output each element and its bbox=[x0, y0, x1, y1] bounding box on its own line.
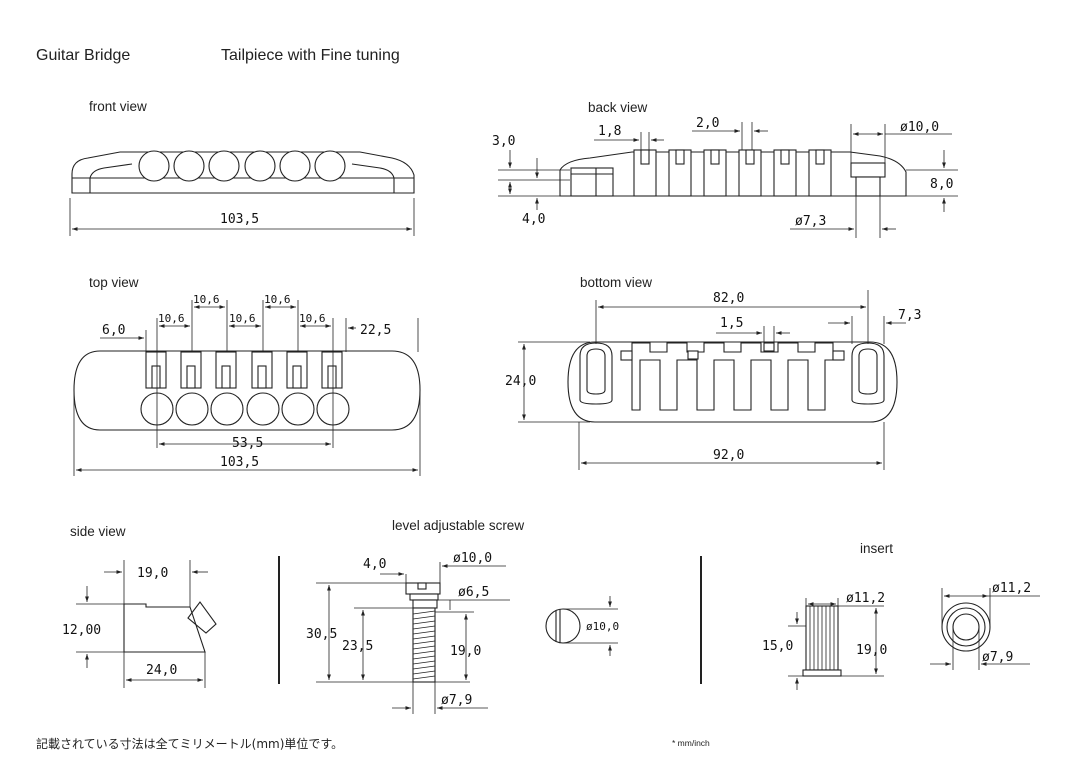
drawing-subtitle: Tailpiece with Fine tuning bbox=[221, 47, 400, 64]
back-dim-b: 1,8 bbox=[598, 124, 621, 139]
screw-dim-d: 30,5 bbox=[306, 627, 337, 642]
top-view-drawing: 6,0 10,6 10,6 10,6 10,6 10,6 22,5 53,5 1… bbox=[73, 293, 421, 476]
screw-dim-head: ø10,0 bbox=[586, 620, 619, 633]
insert-dim-a: ø11,2 bbox=[846, 591, 885, 606]
front-view-drawing: 103,5 bbox=[69, 150, 415, 236]
back-dim-g: ø7,3 bbox=[795, 214, 826, 229]
screw-dim-g: ø7,9 bbox=[441, 693, 472, 708]
screw-view-label: level adjustable screw bbox=[392, 518, 525, 533]
screw-dim-e: 23,5 bbox=[342, 639, 373, 654]
top-dim-sp4: 10,6 bbox=[264, 293, 291, 306]
top-dim-left: 6,0 bbox=[102, 323, 125, 338]
front-view-label: front view bbox=[89, 99, 147, 114]
top-dim-length: 103,5 bbox=[220, 455, 259, 470]
bottom-dim-slot: 1,5 bbox=[720, 316, 743, 331]
insert-dim-b: 15,0 bbox=[762, 639, 793, 654]
top-dim-sp5: 10,6 bbox=[299, 312, 326, 325]
back-dim-f: 4,0 bbox=[522, 212, 545, 227]
side-dim-length: 24,0 bbox=[146, 663, 177, 678]
units-footnote: * mm/inch bbox=[672, 738, 710, 748]
front-length-dim: 103,5 bbox=[220, 212, 259, 227]
screw-dim-b: ø10,0 bbox=[453, 551, 492, 566]
top-dim-span: 53,5 bbox=[232, 436, 263, 451]
bottom-dim-height: 24,0 bbox=[505, 374, 536, 389]
insert-dim-e: ø7,9 bbox=[982, 650, 1013, 665]
back-dim-c: 2,0 bbox=[696, 116, 719, 131]
units-note: 記載されている寸法は全てミリメートル(mm)単位です。 bbox=[36, 737, 344, 751]
top-dim-sp1: 10,6 bbox=[158, 312, 185, 325]
screw-dim-a: 4,0 bbox=[363, 557, 386, 572]
insert-dim-d: ø11,2 bbox=[992, 581, 1031, 596]
top-dim-right: 22,5 bbox=[360, 323, 391, 338]
side-dim-top: 19,0 bbox=[137, 566, 168, 581]
back-view-drawing: 3,0 4,0 1,8 2,0 ø10,0 8,0 bbox=[492, 116, 958, 238]
top-view-label: top view bbox=[89, 275, 139, 290]
bottom-dim-right: 7,3 bbox=[898, 308, 921, 323]
bottom-view-drawing: 82,0 1,5 7,3 24,0 92,0 bbox=[505, 290, 921, 470]
insert-dim-c: 19,0 bbox=[856, 643, 887, 658]
top-dim-sp3: 10,6 bbox=[229, 312, 256, 325]
screw-dim-c: ø6,5 bbox=[458, 585, 489, 600]
drawing-title: Guitar Bridge bbox=[36, 47, 131, 64]
back-dim-e: 8,0 bbox=[930, 177, 953, 192]
insert-view-label: insert bbox=[860, 541, 894, 556]
bottom-dim-length: 92,0 bbox=[713, 448, 744, 463]
side-view-drawing: 19,0 12,00 24,0 bbox=[62, 560, 217, 688]
insert-drawing: ø11,2 15,0 19,0 ø11,2 ø7,9 bbox=[762, 581, 1040, 690]
bottom-view-label: bottom view bbox=[580, 275, 653, 290]
screw-dim-f: 19,0 bbox=[450, 644, 481, 659]
bottom-dim-top: 82,0 bbox=[713, 291, 744, 306]
side-view-label: side view bbox=[70, 524, 126, 539]
screw-drawing: 4,0 ø10,0 ø6,5 30,5 23,5 19,0 bbox=[306, 551, 619, 714]
side-dim-height: 12,00 bbox=[62, 623, 101, 638]
back-dim-a: 3,0 bbox=[492, 134, 515, 149]
back-dim-d: ø10,0 bbox=[900, 120, 939, 135]
back-view-label: back view bbox=[588, 100, 648, 115]
top-dim-sp2: 10,6 bbox=[193, 293, 220, 306]
